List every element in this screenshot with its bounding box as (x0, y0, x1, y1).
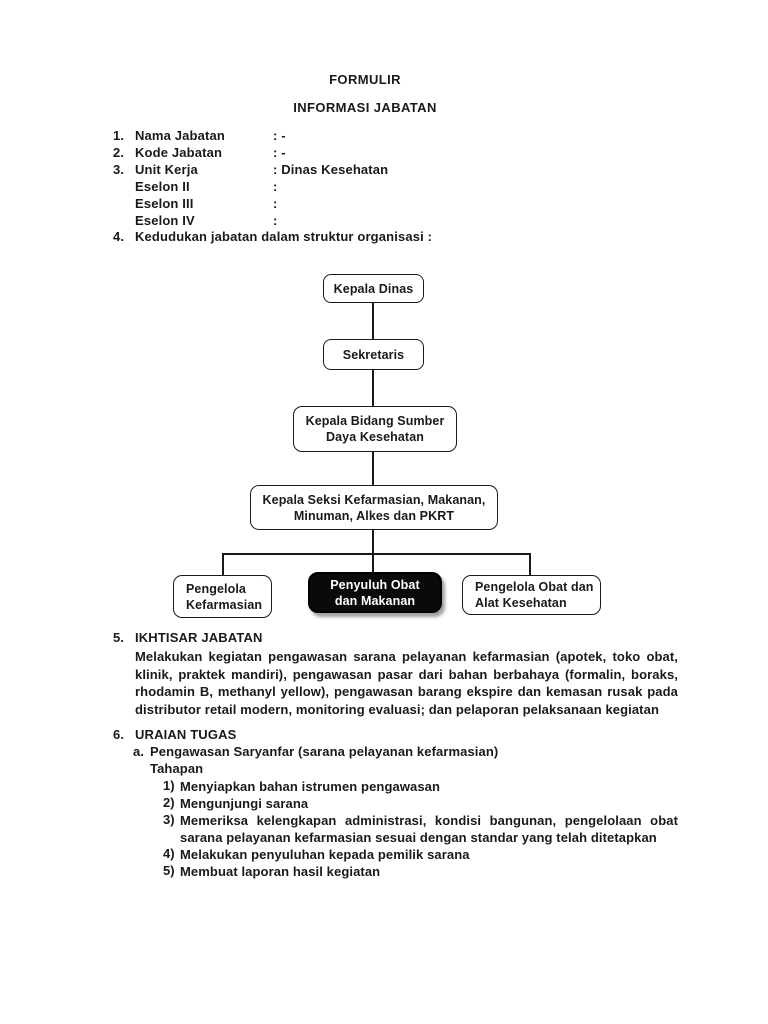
org-node-sekretaris: Sekretaris (323, 339, 424, 370)
connector-line (372, 370, 374, 406)
connector-line (529, 553, 531, 575)
org-node-kepala-bidang: Kepala Bidang Sumber Daya Kesehatan (293, 406, 457, 452)
field-label: Nama Jabatan (135, 128, 225, 143)
task-text: Membuat laporan hasil kegiatan (180, 864, 381, 879)
connector-line (372, 452, 374, 485)
section4-heading: 4. Kedudukan jabatan dalam struktur orga… (0, 229, 768, 246)
field-value: : (273, 213, 278, 228)
connector-line (372, 303, 374, 340)
field-row-kode-jabatan: 2. Kode Jabatan : - (0, 145, 768, 162)
form-title: FORMULIR (329, 72, 401, 87)
field-number: 2. (113, 145, 125, 160)
section-number: 5. (113, 630, 125, 645)
connector-line (222, 553, 224, 575)
field-value: : - (273, 128, 286, 143)
task-number: 4) (163, 846, 175, 861)
field-row-nama-jabatan: 1. Nama Jabatan : - (0, 128, 768, 145)
field-row-eselon-iii: Eselon III : (0, 196, 768, 213)
org-node-kepala-dinas: Kepala Dinas (323, 274, 424, 303)
org-node-pengelola-obat: Pengelola Obat dan Alat Kesehatan (462, 575, 601, 615)
task-text: Mengunjungi sarana (180, 796, 309, 811)
org-node-penyuluh-obat-highlighted: Penyuluh Obat dan Makanan (308, 572, 442, 613)
task-text: Memeriksa kelengkapan administrasi, kond… (180, 813, 678, 845)
field-value: : - (273, 145, 286, 160)
section-title: IKHTISAR JABATAN (135, 630, 263, 645)
section5-paragraph: Melakukan kegiatan pengawasan sarana pel… (135, 649, 678, 717)
task-text: Melakukan penyuluhan kepada pemilik sara… (180, 847, 470, 862)
field-number: 3. (113, 162, 125, 177)
field-number: 1. (113, 128, 125, 143)
field-label: Eselon III (135, 196, 194, 211)
org-node-pengelola-kefarmasian: Pengelola Kefarmasian (173, 575, 272, 618)
field-value: : (273, 179, 278, 194)
connector-line (372, 530, 374, 553)
section-number: 4. (113, 229, 125, 244)
connector-line (372, 553, 374, 572)
task-number: 1) (163, 778, 175, 793)
connector-line (222, 553, 531, 555)
task-text: Menyiapkan bahan istrumen pengawasan (180, 779, 441, 794)
form-subtitle: INFORMASI JABATAN (293, 100, 437, 115)
field-row-eselon-iv: Eselon IV : (0, 213, 768, 230)
section6-sub-heading: a. Pengawasan Saryanfar (sarana pelayana… (0, 744, 768, 761)
sub-item-letter: a. (133, 744, 145, 759)
field-row-unit-kerja: 3. Unit Kerja : Dinas Kesehatan (0, 162, 768, 179)
section5-heading: 5. IKHTISAR JABATAN (0, 630, 768, 647)
field-label: Unit Kerja (135, 162, 198, 177)
field-label: Eselon II (135, 179, 190, 194)
org-node-kepala-seksi: Kepala Seksi Kefarmasian, Makanan, Minum… (250, 485, 498, 530)
field-label: Eselon IV (135, 213, 195, 228)
task-number: 5) (163, 863, 175, 878)
field-row-eselon-ii: Eselon II : (0, 179, 768, 196)
section-title: Kedudukan jabatan dalam struktur organis… (135, 229, 433, 244)
section6-heading: 6. URAIAN TUGAS (0, 727, 768, 744)
task-number: 2) (163, 795, 175, 810)
field-value: : Dinas Kesehatan (273, 162, 389, 177)
field-label: Kode Jabatan (135, 145, 223, 160)
stage-label: Tahapan (150, 761, 204, 776)
section-number: 6. (113, 727, 125, 742)
field-value: : (273, 196, 278, 211)
sub-item-title: Pengawasan Saryanfar (sarana pelayanan k… (150, 744, 499, 759)
task-number: 3) (163, 812, 175, 827)
section-title: URAIAN TUGAS (135, 727, 237, 742)
